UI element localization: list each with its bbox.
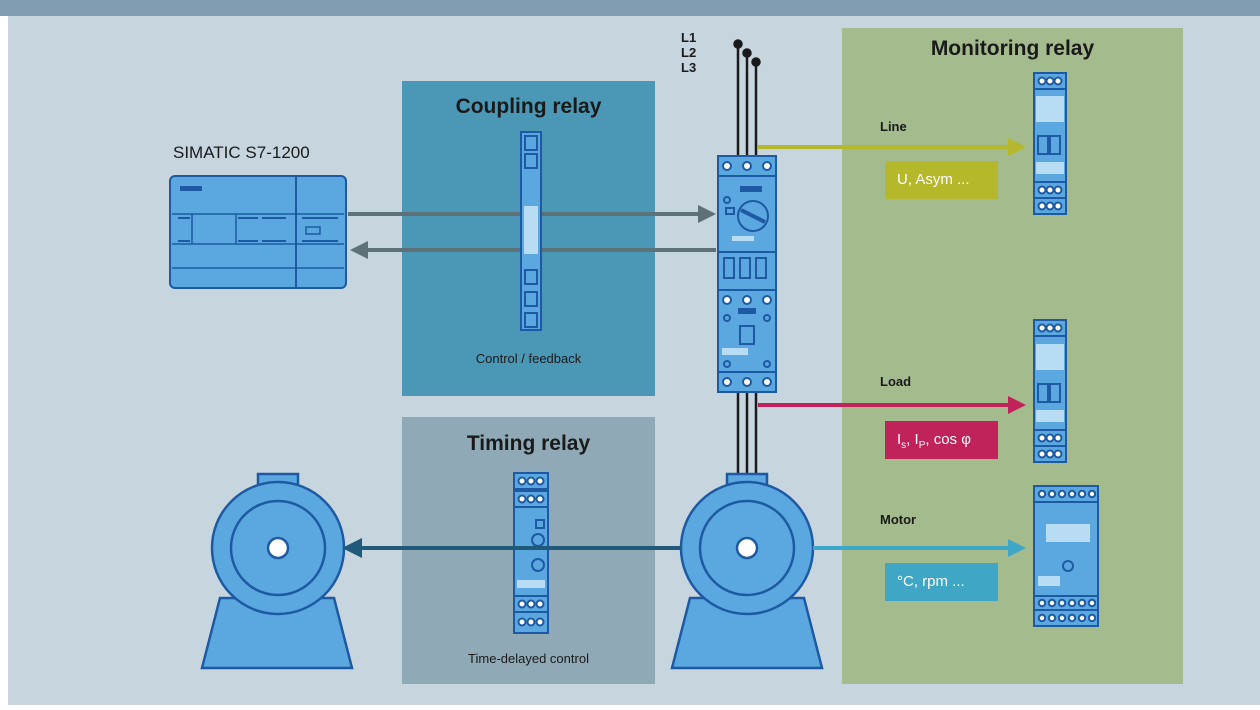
control-arrowhead <box>698 205 716 223</box>
timing-control-arrowhead <box>342 538 362 558</box>
load-measure-current: I <box>897 431 902 448</box>
phase-label-l2: L2 <box>681 45 697 60</box>
load-signal-arrowhead <box>1008 396 1026 414</box>
coupling-relay-device <box>520 131 542 331</box>
right-motor <box>670 472 824 670</box>
timing-relay-title: Timing relay <box>466 432 591 455</box>
load-measure-badge: Is, IP, cos φ <box>885 421 998 459</box>
line-monitoring-relay-device <box>1033 72 1067 215</box>
plc-label: SIMATIC S7-1200 <box>173 143 310 162</box>
phase-label-l3: L3 <box>681 60 697 75</box>
motor-measure-badge: °C, rpm ... <box>885 563 998 601</box>
line-measure-text: U, Asym ... <box>897 171 970 188</box>
load-measure-sub-s: s <box>901 440 907 451</box>
line-measure-badge: U, Asym ... <box>885 161 998 199</box>
load-monitoring-relay-device <box>1033 319 1067 463</box>
coupling-relay-caption: Control / feedback <box>475 351 582 366</box>
motor-starter <box>717 155 777 393</box>
left-motor <box>200 472 354 670</box>
feedback-arrowhead <box>350 241 368 259</box>
load-measure-current-p: , I <box>906 431 919 448</box>
coupling-relay-title: Coupling relay <box>455 95 602 118</box>
load-signal-label: Load <box>880 374 912 389</box>
monitoring-relay-title: Monitoring relay <box>930 37 1095 60</box>
motor-measure-text: °C, rpm ... <box>897 573 965 590</box>
timing-relay-device <box>513 472 549 634</box>
phase-label-l1: L1 <box>681 30 697 45</box>
load-measure-cos: , cos φ <box>925 431 971 448</box>
simatic-plc <box>169 175 347 289</box>
phase-lines <box>733 39 761 478</box>
timing-relay-caption: Time-delayed control <box>468 651 589 666</box>
line-signal-arrowhead <box>1008 138 1026 156</box>
header-bar <box>0 0 1260 16</box>
load-measure-sub-p: P <box>918 440 926 451</box>
line-signal-label: Line <box>880 119 907 134</box>
motor-signal-label: Motor <box>880 512 917 527</box>
motor-signal-arrowhead <box>1008 539 1026 557</box>
motor-monitoring-relay-device <box>1033 485 1099 627</box>
